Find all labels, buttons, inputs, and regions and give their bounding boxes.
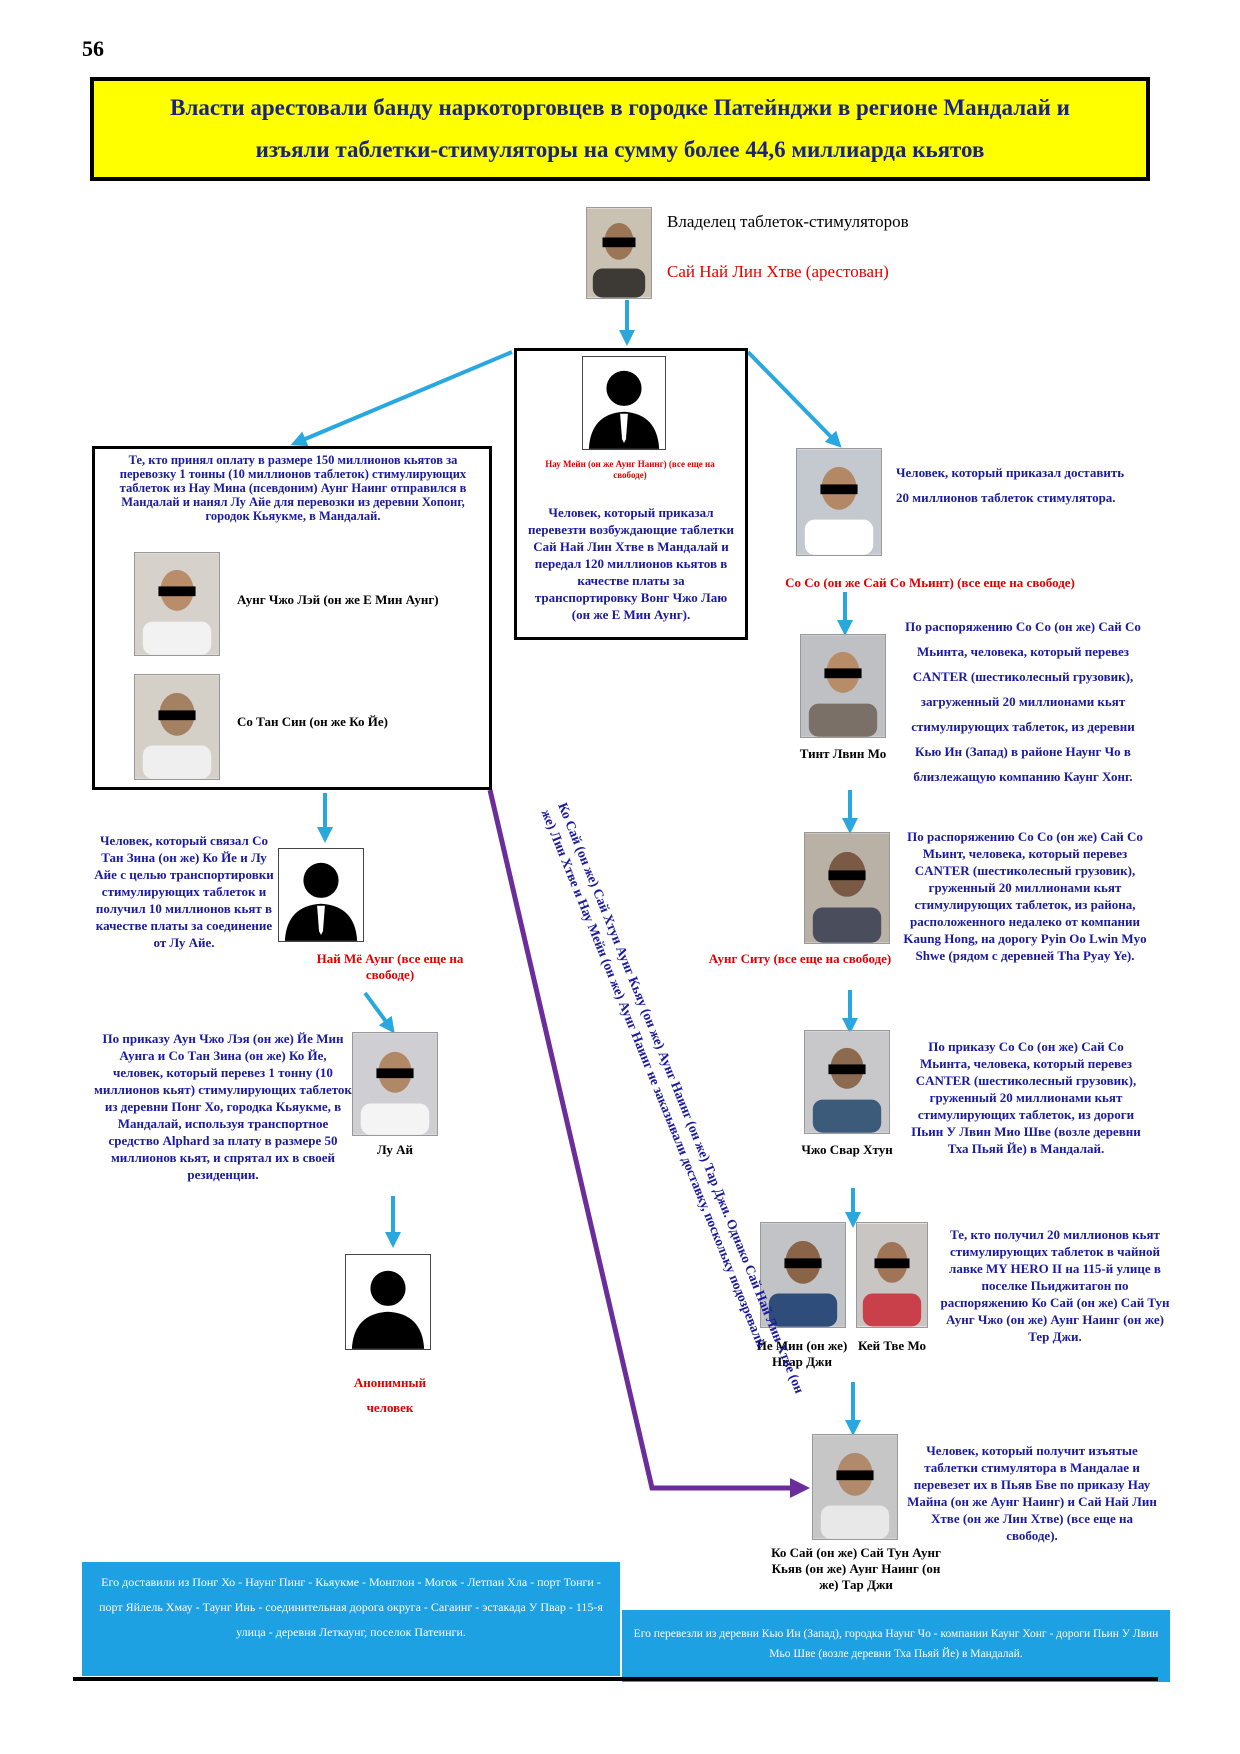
right-p4-name: Чжо Свар Хтун <box>801 1142 893 1157</box>
right-p6-name: Ко Сай (он же) Сай Тун Аунг Кьяв (он же)… <box>771 1545 941 1592</box>
right-p1-name: Со Со (он же Сай Со Мьинт) (все еще на с… <box>785 575 1075 590</box>
left-p1-name: Най Мё Аунг (все еще на свободе) <box>316 951 464 982</box>
photo-ko-sai <box>812 1434 898 1540</box>
right-p2-desc: По распоряжению Со Со (он же) Сай Со Мьи… <box>905 619 1141 784</box>
right-p3-desc: По распоряжению Со Со (он же) Сай Со Мьи… <box>903 829 1147 963</box>
owner-role: Владелец таблеток-стимуляторов <box>667 212 909 231</box>
route-box-right: Его перевезли из деревни Кью Ин (Запад),… <box>622 1610 1170 1682</box>
silhouette-nai-myo-aung <box>278 848 364 942</box>
photo-saw-than-sin <box>134 674 220 780</box>
right-p1-desc: Человек, который приказал доставить 20 м… <box>896 465 1125 505</box>
right-p5-name-b: Кей Тве Мо <box>857 1338 927 1353</box>
photo-tint-lwin-mo <box>800 634 886 738</box>
photo-owner <box>586 207 652 299</box>
photo-lu-ai <box>352 1032 438 1136</box>
title-line-1: Власти арестовали банду наркоторговцев в… <box>170 95 1070 120</box>
bottom-divider <box>73 1677 1158 1681</box>
owner-name: Сай Най Лин Хтве (арестован) <box>667 262 889 281</box>
purple-arrow <box>487 789 810 1498</box>
photo-aung-kyaw-lay <box>134 552 220 656</box>
arrow-left-2 <box>363 991 395 1034</box>
right-p6-desc: Человек, который получит изъятые таблетк… <box>907 1443 1157 1543</box>
silhouette-nau-mein <box>582 356 666 450</box>
left-p2-name: Лу Ай <box>377 1142 413 1157</box>
center-name: Нау Мейн (он же Аунг Наинг) (все еще на … <box>545 459 715 480</box>
title-box: Власти арестовали банду наркоторговцев в… <box>90 77 1150 181</box>
left-p2-desc: По приказу Аун Чжо Лэя (он же) Йе Мин Ау… <box>94 1031 352 1182</box>
photo-kyaw-swar-htun <box>804 1030 890 1134</box>
silhouette-anonymous <box>345 1254 431 1350</box>
diagonal-note: Ко Сай (он же) Сай Хтун Аунг Кьяу (он же… <box>538 800 808 1396</box>
left-person-2: Со Тан Син (он же Ко Йе) <box>237 714 388 729</box>
left-group-desc: Те, кто принял оплату в размере 150 милл… <box>119 453 467 523</box>
photo-so-so <box>796 448 882 556</box>
right-p4-desc: По приказу Со Со (он же) Сай Со Мьинта, … <box>911 1039 1141 1156</box>
left-p1-desc: Человек, который связал Со Тан Зина (он … <box>94 833 274 950</box>
page-number: 56 <box>82 36 104 61</box>
left-person-1: Аунг Чжо Лэй (он же Е Мин Аунг) <box>237 592 439 607</box>
title-line-2: изъяли таблетки-стимуляторы на сумму бол… <box>255 137 985 162</box>
left-p3-name: Анонимный человек <box>353 1375 427 1415</box>
arrow-center-to-right <box>746 350 842 448</box>
right-p2-name: Тинт Лвин Мо <box>799 746 887 761</box>
photo-aung-sitthu <box>804 832 890 944</box>
center-desc: Человек, который приказал перевезти возб… <box>528 505 734 622</box>
right-p3-name: Аунг Ситу (все еще на свободе) <box>708 951 892 966</box>
route-box-left: Его доставили из Понг Хо - Наунг Пинг - … <box>82 1562 620 1676</box>
photo-ye-min <box>760 1222 846 1328</box>
page-title: Власти арестовали банду наркоторговцев в… <box>170 87 1070 171</box>
right-p5-desc: Те, кто получил 20 миллионов кьят стимул… <box>940 1227 1170 1344</box>
arrow-center-to-left <box>290 350 513 447</box>
photo-kay-thwe-mo <box>856 1222 928 1328</box>
right-p5-name-a: Йе Мин (он же) Нвар Джи <box>756 1338 848 1369</box>
